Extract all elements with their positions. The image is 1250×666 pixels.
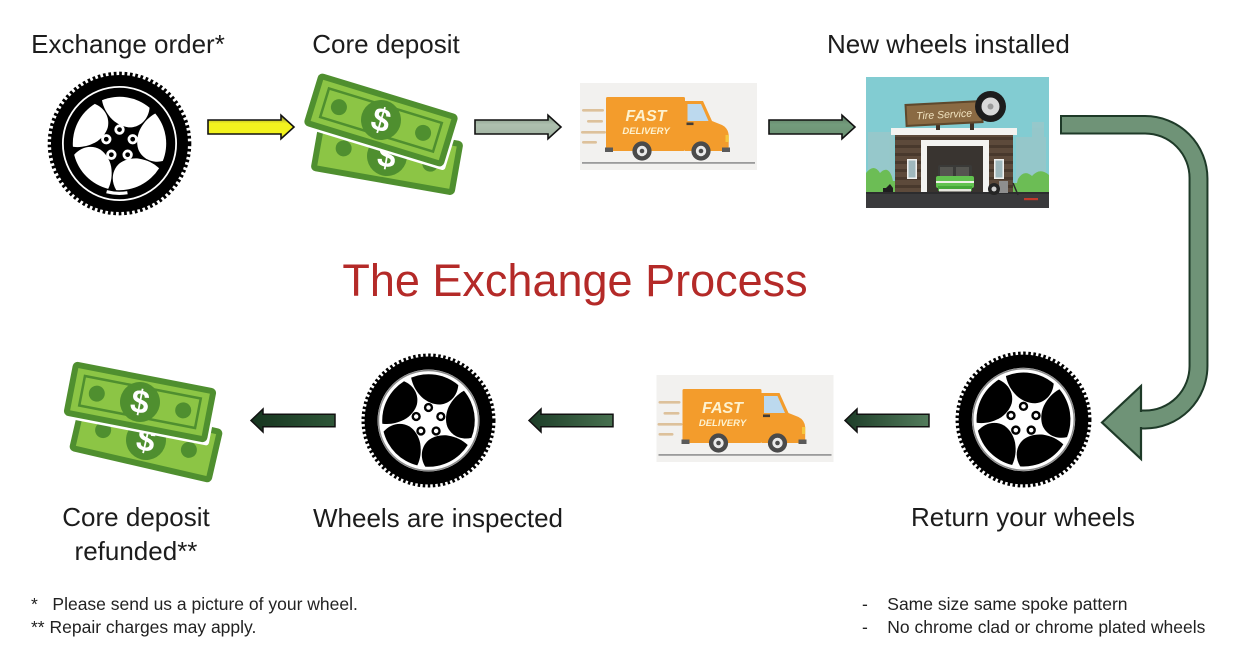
svg-text:DELIVERY: DELIVERY xyxy=(622,126,671,137)
svg-text:FAST: FAST xyxy=(626,108,668,125)
svg-text:Tire Service: Tire Service xyxy=(916,108,973,123)
